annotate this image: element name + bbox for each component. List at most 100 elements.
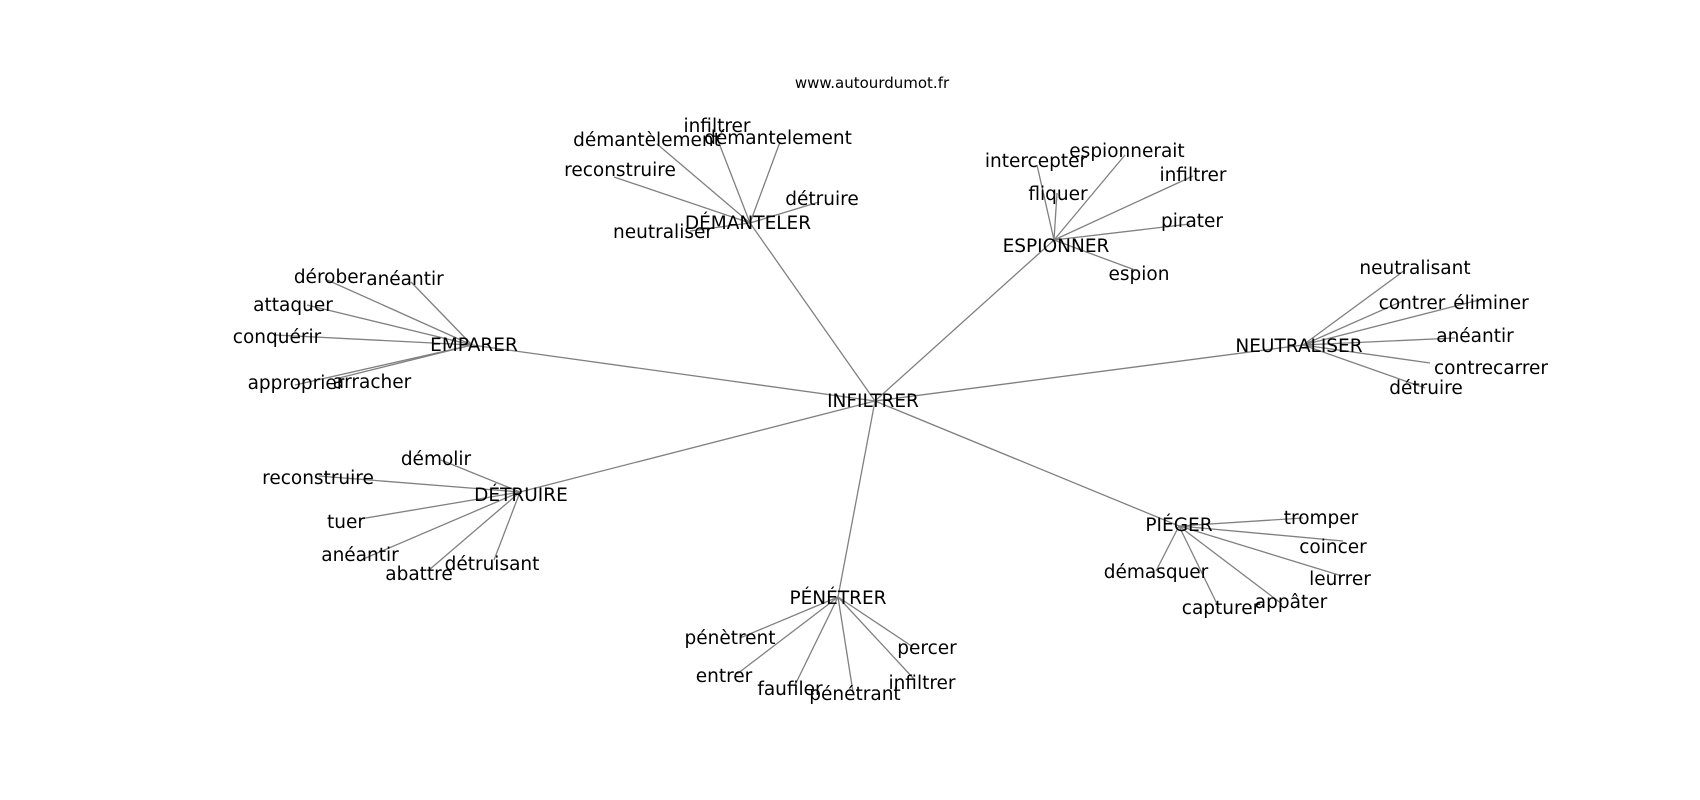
edge-hub-to-word: [1053, 154, 1126, 241]
word-node-label: détruire: [1389, 378, 1462, 399]
word-node-label: capturer: [1182, 598, 1261, 619]
word-node-label: arracher: [333, 372, 412, 393]
edge-hub-to-word: [1302, 269, 1406, 346]
edge-hub-to-word: [1302, 298, 1484, 346]
word-node-label: détruisant: [445, 554, 540, 575]
word-node-label: anéantir: [1436, 326, 1514, 347]
edge-hub-to-word: [324, 278, 473, 346]
word-node-label: intercepter: [985, 151, 1088, 172]
word-node-label: pénètrent: [684, 628, 775, 649]
word-node-label: percer: [897, 638, 957, 659]
edge-center-to-hub: [471, 344, 876, 402]
word-node-label: infiltrer: [683, 116, 750, 137]
edge-center-to-hub: [519, 400, 876, 493]
word-node-label: dérober: [294, 267, 367, 288]
edge-hub-to-word: [794, 596, 839, 686]
edge-hub-to-word: [318, 475, 521, 493]
edge-hub-to-word: [428, 491, 521, 571]
edge-hub-to-word: [1302, 344, 1431, 364]
site-watermark: www.autourdumot.fr: [795, 74, 950, 92]
word-node-label: conquérir: [233, 327, 322, 348]
edge-hub-to-word: [656, 143, 751, 224]
word-node-label: démantelement: [704, 128, 852, 149]
edge-hub-to-word: [306, 304, 473, 346]
edge-hub-to-word: [1053, 239, 1136, 271]
edge-hub-to-word: [1053, 192, 1058, 241]
edge-hub-to-word: [360, 491, 521, 561]
word-node-label: anéantir: [366, 269, 444, 290]
word-node-label: espionnerait: [1069, 141, 1184, 162]
edge-hub-to-word: [493, 491, 521, 561]
edge-center-to-hub: [874, 239, 1055, 402]
edge-hub-to-word: [716, 137, 751, 224]
edge-hub-to-word: [1178, 517, 1304, 527]
edge-hub-to-word: [1155, 525, 1180, 572]
word-node-label: démolir: [401, 449, 472, 470]
edge-hub-to-word: [739, 596, 839, 639]
edge-center-to-hub: [837, 400, 876, 598]
word-node-label: espion: [1109, 264, 1170, 285]
edge-hub-to-word: [274, 334, 473, 346]
word-node-label: reconstruire: [564, 160, 676, 181]
word-node-label: tromper: [1284, 508, 1359, 529]
edge-center-to-hub: [874, 344, 1304, 402]
hub-node-label: NEUTRALISER: [1235, 336, 1362, 357]
hub-node-label: PIÉGER: [1145, 514, 1212, 536]
edge-hub-to-word: [1036, 164, 1055, 241]
edge-hub-to-word: [736, 596, 839, 675]
edge-hub-to-word: [749, 141, 781, 224]
word-node-label: neutraliser: [613, 222, 713, 243]
hub-node-label: ESPIONNER: [1003, 236, 1110, 257]
word-node-label: leurrer: [1309, 569, 1371, 590]
word-node-label: attaquer: [253, 295, 333, 316]
edge-hub-to-word: [1302, 344, 1426, 389]
word-node-label: appâter: [1255, 592, 1328, 613]
edge-hub-to-word: [837, 596, 914, 648]
word-node-label: infiltrer: [888, 673, 955, 694]
hub-node-label: DÉMANTELER: [685, 212, 811, 234]
edge-center-to-hub: [749, 222, 876, 402]
word-node-label: éliminer: [1453, 293, 1529, 314]
word-node-label: pénétrant: [809, 684, 900, 705]
word-node-label: infiltrer: [1159, 165, 1226, 186]
word-node-label: neutralisant: [1359, 258, 1470, 279]
edge-hub-to-word: [837, 596, 854, 693]
word-node-label: abattre: [385, 564, 453, 585]
edge-hub-to-word: [613, 176, 751, 224]
center-node-label: INFILTRER: [827, 391, 919, 412]
edge-hub-to-word: [1053, 223, 1191, 241]
edge-hub-to-word: [410, 281, 473, 346]
edge-hub-to-word: [1178, 525, 1283, 605]
word-node-label: détruire: [785, 189, 858, 210]
edge-hub-to-word: [689, 222, 751, 232]
word-node-label: faufiler: [757, 679, 823, 700]
word-node-label: tuer: [327, 512, 365, 533]
graph-labels: INFILTRERDÉMANTELERinfiltrerdémantèlemen…: [233, 116, 1549, 705]
hub-node-label: EMPARER: [430, 335, 518, 356]
edge-hub-to-word: [440, 459, 521, 493]
word-node-label: contrer: [1379, 293, 1446, 314]
edge-hub-to-word: [359, 491, 521, 520]
word-node-label: entrer: [696, 666, 753, 687]
word-node-label: fliquer: [1028, 184, 1088, 205]
edge-center-to-hub: [874, 400, 1180, 527]
edge-hub-to-word: [1178, 525, 1220, 609]
edge-hub-to-word: [1302, 337, 1456, 346]
word-node-label: pirater: [1161, 211, 1223, 232]
word-node-label: contrecarrer: [1434, 358, 1548, 379]
edge-hub-to-word: [1178, 525, 1344, 542]
word-node-label: anéantir: [321, 545, 399, 566]
word-node-label: démasquer: [1104, 562, 1209, 583]
word-node-label: reconstruire: [262, 468, 374, 489]
edge-hub-to-word: [837, 596, 915, 680]
hub-node-label: DÉTRUIRE: [474, 484, 568, 506]
graph-edges: [274, 137, 1484, 693]
hub-node-label: PÉNÉTRER: [789, 587, 886, 609]
word-node-label: coincer: [1299, 537, 1367, 558]
edge-hub-to-word: [338, 344, 473, 379]
edge-hub-to-word: [1053, 175, 1194, 241]
edge-hub-to-word: [1178, 525, 1343, 577]
word-node-label: approprier: [248, 373, 345, 394]
edge-hub-to-word: [1302, 299, 1406, 346]
